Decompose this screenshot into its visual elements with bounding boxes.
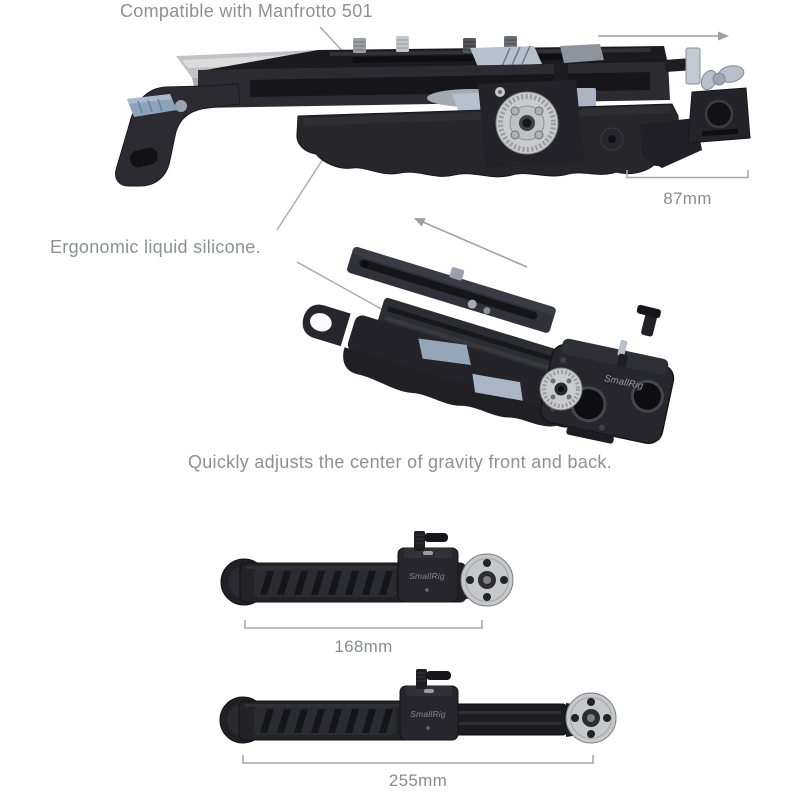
shoulder-baseplate-side-view [115, 36, 751, 187]
rod-hole [630, 379, 664, 413]
arrow-right-icon [598, 31, 729, 41]
ratchet-knob [416, 669, 451, 689]
caption-silicone: Ergonomic liquid silicone. [50, 237, 261, 257]
dimension-label-168mm: 168mm [334, 637, 393, 656]
extension-arm-extended: SmallRig [219, 669, 617, 744]
top-silver-lever [470, 44, 604, 67]
side-rosette [539, 367, 583, 411]
rosette-disc [565, 692, 617, 744]
smallrig-logo: SmallRig [410, 709, 446, 719]
front-hook [115, 83, 241, 187]
caption-gravity: Quickly adjusts the center of gravity fr… [187, 452, 613, 472]
arrow-up-left-icon [414, 218, 528, 268]
rod-clamp [600, 47, 751, 168]
smallrig-logo: SmallRig [409, 571, 445, 581]
dimension-bracket-87mm [626, 170, 749, 179]
blue-thumb-lever [127, 94, 177, 117]
arri-rosette [495, 91, 559, 155]
dimension-bracket-168mm [244, 620, 483, 629]
dimension-brackets [242, 170, 749, 764]
center-lock-block: SmallRig [397, 531, 459, 603]
quick-release-plate [347, 246, 556, 333]
dimension-label-87mm: 87mm [663, 189, 712, 208]
ratchet-knob [414, 531, 448, 551]
caption-manfrotto: Compatible with Manfrotto 501 [120, 1, 373, 21]
center-lock-block: SmallRig [399, 669, 459, 741]
silver-lever [418, 338, 471, 366]
rear-rod-block: SmallRig [539, 338, 675, 445]
wing-nut [700, 65, 745, 91]
dimension-bracket-255mm [242, 755, 594, 764]
dimension-label-255mm: 255mm [388, 771, 448, 790]
shoulder-baseplate-perspective-view: SmallRig [302, 246, 675, 445]
mid-rail-body [198, 62, 670, 110]
extension-bar [452, 703, 567, 736]
extension-arm-retracted: SmallRig [220, 531, 514, 607]
locking-pins [616, 304, 661, 368]
ribbed-grip [254, 569, 396, 597]
rosette-disc [460, 553, 514, 607]
silver-latch [472, 373, 523, 401]
ribbed-grip [254, 707, 396, 735]
